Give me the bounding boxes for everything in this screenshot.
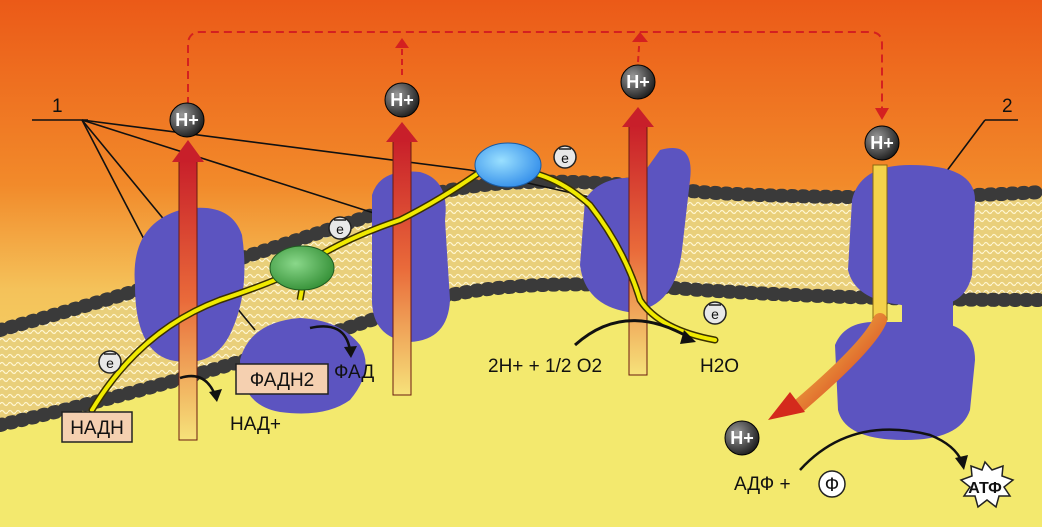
fadh2-label-box: ФАДН2	[236, 364, 328, 394]
water-label: H2O	[700, 356, 739, 377]
svg-text:ФАДН2: ФАДН2	[250, 370, 315, 391]
callout-1-label: 1	[52, 96, 63, 117]
adp-plus-label: АДФ +	[734, 474, 791, 495]
svg-text:e: e	[336, 221, 344, 237]
svg-text:АТФ: АТФ	[968, 480, 1002, 497]
nad-plus-label: НАД+	[230, 414, 281, 435]
svg-text:H+: H+	[870, 133, 894, 153]
electron-label-2: e	[329, 217, 351, 239]
callout-2-label: 2	[1002, 96, 1013, 117]
h-plus-ion-matrix: H+	[725, 421, 759, 455]
svg-text:e: e	[711, 306, 719, 322]
svg-text:H+: H+	[175, 110, 199, 130]
ubiquinone-carrier	[270, 246, 334, 290]
h-plus-ion-3: H+	[621, 65, 655, 99]
svg-text:H+: H+	[390, 90, 414, 110]
oxygen-reaction-label: 2H+ + 1/2 O2	[488, 356, 602, 377]
svg-text:Ф: Ф	[825, 475, 839, 496]
cytochrome-c-carrier	[475, 143, 541, 187]
electron-label-4: e	[704, 302, 726, 324]
svg-text:НАДН: НАДН	[70, 418, 124, 439]
svg-text:H+: H+	[730, 428, 754, 448]
electron-label-3: e	[554, 146, 576, 168]
h-plus-ion-4: H+	[865, 126, 899, 160]
fad-label: ФАД	[334, 362, 374, 383]
svg-text:H+: H+	[626, 72, 650, 92]
h-plus-ion-2: H+	[385, 83, 419, 117]
nadh-label-box: НАДН	[62, 412, 132, 442]
svg-text:e: e	[106, 355, 114, 371]
svg-text:e: e	[561, 150, 569, 166]
phosphate-label: Ф	[819, 471, 845, 497]
h-plus-ion-1: H+	[170, 103, 204, 137]
electron-label-1: e	[99, 351, 121, 373]
